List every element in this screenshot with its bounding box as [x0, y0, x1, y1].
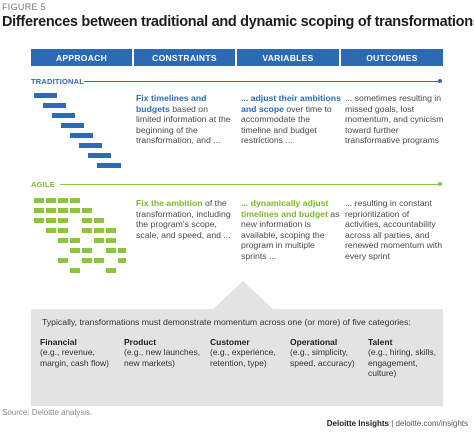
traditional-divider	[84, 81, 439, 82]
traditional-variables-text: over time to accommodate the timeline an…	[241, 103, 332, 146]
category-financial: Financial (e.g., revenue, margin, cash f…	[40, 337, 120, 368]
category-detail: (e.g., hiring, skills, engagement, cultu…	[368, 347, 437, 379]
sprint-bar	[70, 248, 80, 253]
agile-divider	[60, 184, 439, 185]
traditional-variables-highlight: ... adjust their ambitions and scope	[241, 93, 341, 114]
sprint-bar	[94, 228, 104, 233]
waterfall-bar	[70, 133, 93, 138]
momentum-categories-panel	[31, 309, 443, 406]
waterfall-bar	[43, 103, 66, 108]
sprint-bar	[34, 198, 44, 203]
waterfall-bar	[61, 123, 84, 128]
traditional-constraints: Fix timelines and budgets based on limit…	[136, 93, 233, 146]
sprint-bar	[82, 208, 92, 213]
sprint-bar	[94, 238, 104, 243]
sprint-bar	[34, 218, 44, 223]
category-name: Talent	[368, 337, 393, 347]
sprint-bar	[58, 218, 68, 223]
header-approach: APPROACH	[31, 49, 132, 66]
sprint-bar	[58, 258, 68, 263]
sprint-bar	[106, 238, 116, 243]
sprint-bar	[94, 218, 104, 223]
category-name: Customer	[210, 337, 250, 347]
sprint-bar	[70, 198, 80, 203]
sprint-bar	[82, 248, 92, 253]
waterfall-bar	[97, 163, 121, 168]
waterfall-bar	[34, 93, 57, 98]
category-product: Product (e.g., new launches, new markets…	[124, 337, 208, 368]
credit-line: Deloitte Insights | deloitte.com/insight…	[327, 419, 468, 428]
sprint-bar	[106, 268, 116, 273]
traditional-constraints-text: based on limited information at the begi…	[136, 103, 231, 146]
source-note: Source: Deloitte analysis.	[2, 408, 93, 417]
category-operational: Operational (e.g., simplicity, speed, ac…	[290, 337, 366, 368]
category-talent: Talent (e.g., hiring, skills, engagement…	[368, 337, 442, 379]
category-name: Product	[124, 337, 157, 347]
sprint-bar	[82, 258, 92, 263]
sprint-bar	[118, 248, 126, 253]
figure-label: FIGURE 5	[2, 2, 46, 12]
agile-variables: ... dynamically adjust timelines and bud…	[241, 198, 341, 262]
waterfall-bar	[79, 143, 102, 148]
sprint-bar	[46, 208, 56, 213]
credit-separator: |	[388, 419, 396, 428]
sprint-bar	[106, 228, 116, 233]
sprint-bar	[70, 208, 80, 213]
sprint-bar	[70, 238, 80, 243]
sprint-bar	[58, 228, 68, 233]
sprint-bar	[118, 258, 126, 263]
category-detail: (e.g., experience, retention, type)	[210, 347, 276, 368]
header-constraints: CONSTRAINTS	[134, 49, 235, 66]
traditional-variables: ... adjust their ambitions and scope ove…	[241, 93, 341, 146]
category-detail: (e.g., new launches, new markets)	[124, 347, 201, 368]
category-name: Financial	[40, 337, 77, 347]
sprint-bar	[70, 268, 80, 273]
agile-constraints-text: of the transformation, including the pro…	[136, 198, 231, 240]
sprint-bar	[106, 248, 116, 253]
header-variables: VARIABLES	[237, 49, 339, 66]
sprint-bar	[46, 218, 56, 223]
credit-url: deloitte.com/insights	[395, 419, 468, 428]
sprint-bar	[82, 228, 92, 233]
sprint-bar	[82, 218, 92, 223]
sprint-bar	[58, 238, 68, 243]
panel-intro: Typically, transformations must demonstr…	[42, 317, 411, 327]
sprint-bar	[46, 198, 56, 203]
agile-variables-highlight: ... dynamically adjust timelines and bud…	[241, 198, 329, 219]
waterfall-bar	[88, 153, 111, 158]
agile-variables-text: as new information is available, scoping…	[241, 208, 340, 261]
category-name: Operational	[290, 337, 338, 347]
sprint-bar	[34, 208, 44, 213]
agile-outcomes: ... resulting in constant reprioritizati…	[345, 198, 443, 261]
waterfall-bar	[52, 113, 75, 118]
sprint-bar	[58, 198, 68, 203]
callout-pointer	[213, 281, 273, 309]
traditional-divider-dot	[438, 79, 442, 83]
credit-brand: Deloitte Insights	[326, 419, 389, 428]
agile-divider-dot	[438, 182, 442, 186]
agile-label: AGILE	[31, 180, 55, 189]
agile-constraints-highlight: Fix the ambition	[136, 198, 203, 208]
header-outcomes: OUTCOMES	[341, 49, 443, 66]
sprint-bar	[94, 258, 104, 263]
category-detail: (e.g., revenue, margin, cash flow)	[40, 347, 109, 368]
sprint-bar	[58, 208, 68, 213]
figure-title: Differences between traditional and dyna…	[2, 14, 474, 30]
category-customer: Customer (e.g., experience, retention, t…	[210, 337, 288, 368]
traditional-outcomes: ... sometimes resulting in missed goals,…	[345, 93, 444, 146]
agile-constraints: Fix the ambition of the transformation, …	[136, 198, 234, 240]
sprint-bar	[46, 228, 56, 233]
category-detail: (e.g., simplicity, speed, accuracy)	[290, 347, 355, 368]
traditional-label: TRADITIONAL	[31, 77, 85, 86]
traditional-constraints-highlight: Fix timelines and budgets	[136, 93, 207, 114]
